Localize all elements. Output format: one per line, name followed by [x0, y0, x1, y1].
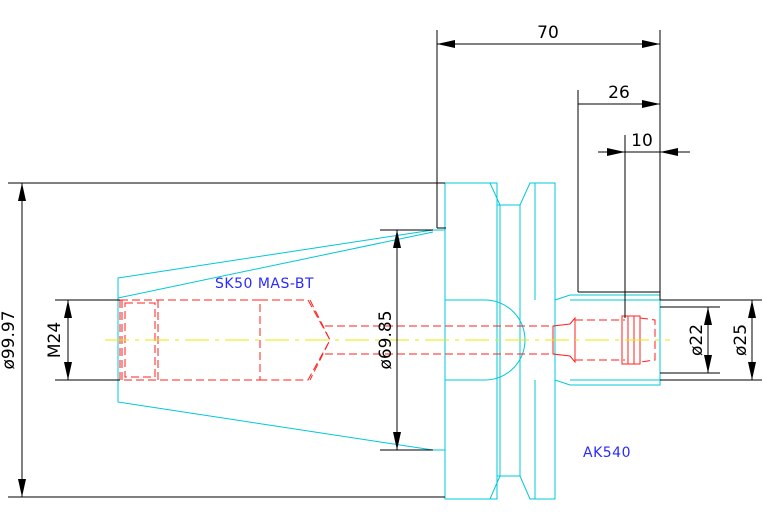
- dim-bore-small: ø22: [687, 324, 707, 356]
- dim-taper-diameter: ø69.85: [376, 310, 396, 369]
- dim-neck-length: 10: [631, 131, 653, 151]
- collet: [552, 316, 576, 364]
- dim-overall-length: 70: [537, 23, 559, 43]
- dim-thread-size: M24: [45, 322, 65, 358]
- dim-shank-length: 26: [608, 83, 630, 103]
- taper-spec-label: SK50 MAS-BT: [215, 276, 314, 292]
- flange: [444, 182, 498, 500]
- adapter-spec-label: AK540: [583, 445, 631, 461]
- dim-bore-large: ø25: [731, 324, 751, 356]
- dim-flange-diameter: ø99.97: [0, 310, 19, 369]
- dimension-lines: [8, 30, 762, 498]
- flange-2: [519, 182, 556, 500]
